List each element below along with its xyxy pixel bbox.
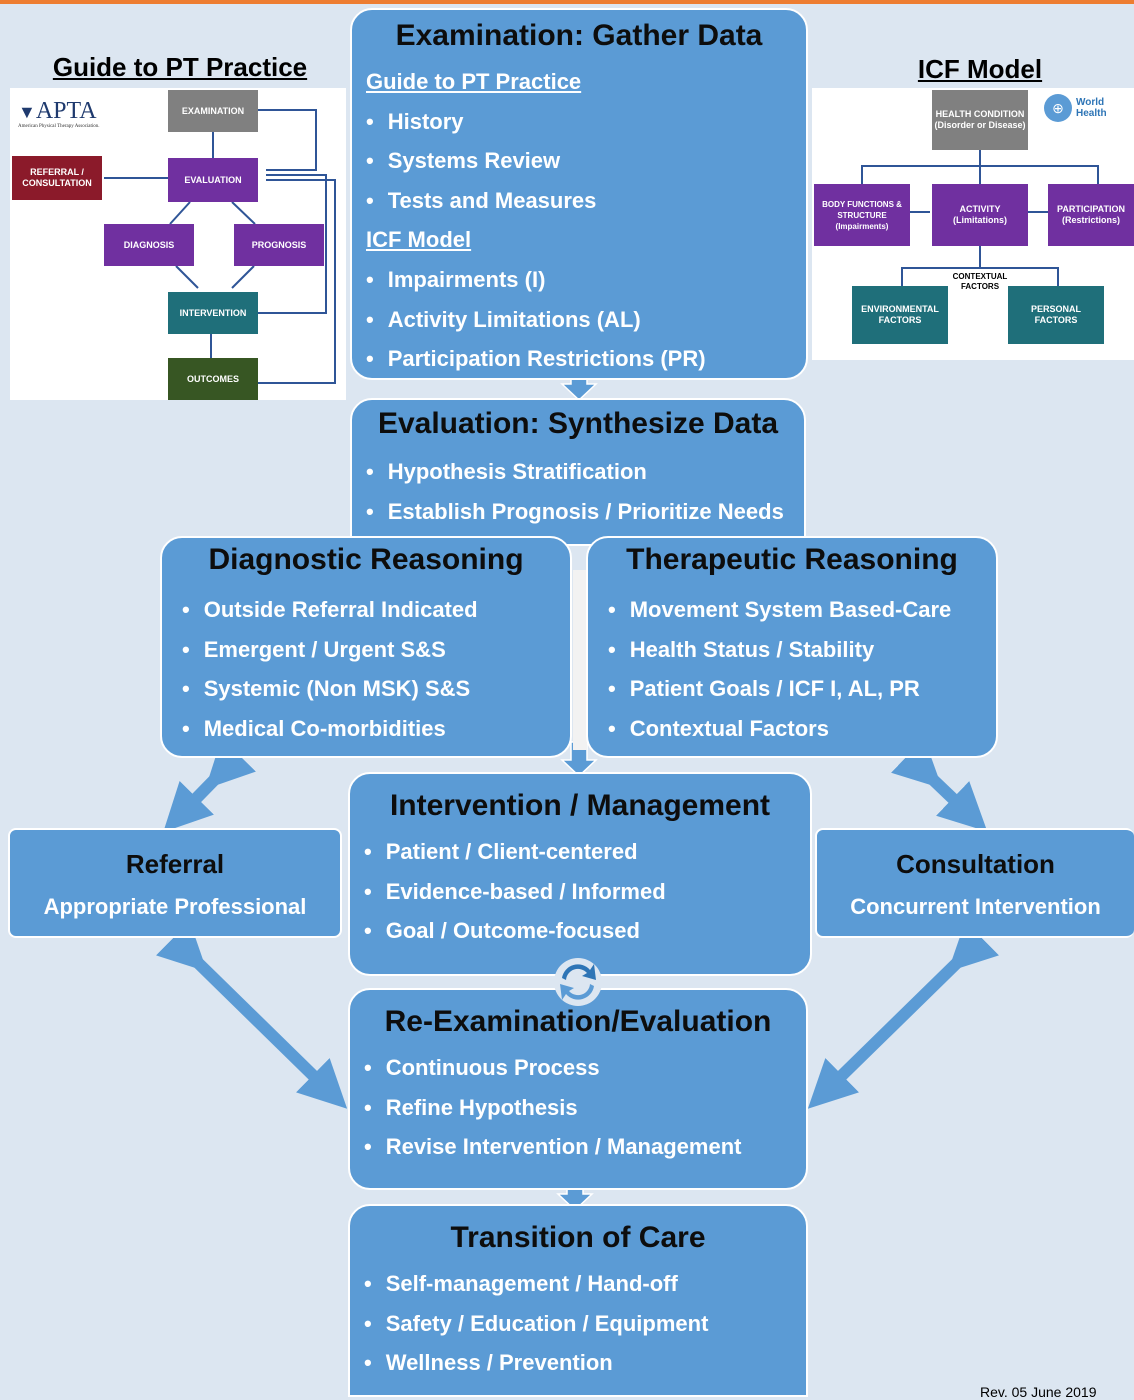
consultation-title: Consultation (896, 849, 1055, 879)
therapeutic-items-list: Movement System Based-Care Health Status… (608, 590, 996, 748)
list-item: Activity Limitations (AL) (366, 300, 806, 340)
transition-title: Transition of Care (450, 1221, 706, 1254)
transition-box: Transition of Care Self-management / Han… (348, 1204, 808, 1397)
list-item: Participation Restrictions (PR) (366, 339, 806, 379)
guide-panel-title: Guide to PT Practice (52, 52, 308, 82)
referral-title: Referral (125, 849, 225, 879)
who-emblem-icon: ⊕ (1044, 94, 1072, 122)
list-item: Tests and Measures (366, 181, 806, 221)
intervention-box: Intervention / Management Patient / Clie… (348, 772, 812, 976)
guide-node-evaluation: EVALUATION (168, 158, 258, 202)
reasoning-divider (573, 570, 587, 750)
top-accent-bar (0, 0, 1134, 4)
consultation-line: Concurrent Intervention (850, 894, 1101, 919)
examination-title: Examination: Gather Data (395, 19, 763, 52)
list-item: Patient / Client-centered (364, 832, 810, 872)
reexam-title: Re-Examination/Evaluation (384, 1005, 772, 1038)
evaluation-box: Evaluation: Synthesize Data Hypothesis S… (350, 398, 806, 546)
icf-node-health-condition: HEALTH CONDITION (Disorder or Disease) (932, 90, 1028, 150)
icf-node-activity: ACTIVITY (Limitations) (932, 184, 1028, 246)
list-item: Impairments (I) (366, 260, 806, 300)
list-item: Movement System Based-Care (608, 590, 996, 630)
icf-heading: ICF Model (366, 227, 472, 253)
list-item: Continuous Process (364, 1048, 806, 1088)
guide-node-diagnosis: DIAGNOSIS (104, 224, 194, 266)
consultation-box: Consultation Concurrent Intervention (815, 828, 1134, 938)
intervention-title: Intervention / Management (389, 789, 771, 822)
list-item: Emergent / Urgent S&S (182, 630, 570, 670)
transition-items-list: Self-management / Hand-off Safety / Educ… (364, 1264, 806, 1383)
arrow-consultation-reexam (807, 921, 999, 1109)
who-logo: ⊕ World Health Organization (1044, 94, 1134, 122)
apta-emblem-icon: ▼ (18, 102, 36, 122)
list-item: Systemic (Non MSK) S&S (182, 669, 570, 709)
list-item: Patient Goals / ICF I, AL, PR (608, 669, 996, 709)
arrow-therapeutic-consultation (891, 738, 988, 832)
icf-flow-lines (861, 150, 1099, 286)
cycle-icon (552, 956, 604, 1008)
icf-node-participation: PARTICIPATION (Restrictions) (1048, 184, 1134, 246)
diagnostic-title: Diagnostic Reasoning (208, 543, 524, 576)
list-item: Medical Co-morbidities (182, 709, 570, 749)
icf-node-body-functions: BODY FUNCTIONS & STRUCTURE (Impairments) (814, 184, 910, 246)
guide-flow-lines (104, 109, 336, 384)
guide-node-outcomes: OUTCOMES (168, 358, 258, 400)
apta-logo: ▼APTA (18, 98, 97, 124)
arrow-diagnostic-referral (163, 738, 256, 833)
guide-panel: ▼APTA American Physical Therapy Associat… (10, 88, 346, 400)
intervention-items-list: Patient / Client-centered Evidence-based… (364, 832, 810, 951)
list-item: Outside Referral Indicated (182, 590, 570, 630)
therapeutic-title: Therapeutic Reasoning (626, 543, 958, 576)
diagnostic-reasoning-box: Diagnostic Reasoning Outside Referral In… (160, 536, 572, 758)
icf-label-contextual-factors: CONTEXTUAL FACTORS (940, 272, 1020, 292)
list-item: History (366, 102, 806, 142)
icf-node-environmental: ENVIRONMENTAL FACTORS (852, 286, 948, 344)
list-item: Health Status / Stability (608, 630, 996, 670)
list-item: Establish Prognosis / Prioritize Needs (366, 492, 804, 532)
list-item: Wellness / Prevention (364, 1343, 806, 1383)
reexamination-box: Re-Examination/Evaluation Continuous Pro… (348, 988, 808, 1190)
list-item: Evidence-based / Informed (364, 872, 810, 912)
icf-panel-title: ICF Model (917, 54, 1043, 84)
icf-items-list: Impairments (I) Activity Limitations (AL… (366, 260, 806, 379)
list-item: Goal / Outcome-focused (364, 911, 810, 951)
referral-line: Appropriate Professional (43, 894, 307, 919)
list-item: Safety / Education / Equipment (364, 1304, 806, 1344)
list-item: Self-management / Hand-off (364, 1264, 806, 1304)
list-item: Refine Hypothesis (364, 1088, 806, 1128)
examination-box: Examination: Gather Data Guide to PT Pra… (350, 8, 808, 380)
diagnostic-items-list: Outside Referral Indicated Emergent / Ur… (182, 590, 570, 748)
guide-node-examination: EXAMINATION (168, 90, 258, 132)
guide-heading: Guide to PT Practice (366, 69, 582, 94)
referral-box: Referral Appropriate Professional (8, 828, 342, 938)
guide-node-intervention: INTERVENTION (168, 292, 258, 334)
list-item: Systems Review (366, 141, 806, 181)
list-item: Revise Intervention / Management (364, 1127, 806, 1167)
guide-node-referral-consultation: REFERRAL / CONSULTATION (12, 156, 102, 200)
arrow-referral-reexam (156, 921, 348, 1109)
apta-logo-subtitle: American Physical Therapy Association. (18, 124, 100, 129)
evaluation-title: Evaluation: Synthesize Data (377, 407, 779, 440)
reexam-items-list: Continuous Process Refine Hypothesis Rev… (364, 1048, 806, 1167)
evaluation-items-list: Hypothesis Stratification Establish Prog… (366, 452, 804, 531)
icf-panel: ⊕ World Health Organization HEALTH CONDI… (812, 88, 1134, 360)
icf-node-personal: PERSONAL FACTORS (1008, 286, 1104, 344)
revision-footer: Rev. 05 June 2019 (980, 1384, 1097, 1400)
list-item: Hypothesis Stratification (366, 452, 804, 492)
list-item: Contextual Factors (608, 709, 996, 749)
guide-items-list: History Systems Review Tests and Measure… (366, 102, 806, 221)
guide-node-prognosis: PROGNOSIS (234, 224, 324, 266)
therapeutic-reasoning-box: Therapeutic Reasoning Movement System Ba… (586, 536, 998, 758)
